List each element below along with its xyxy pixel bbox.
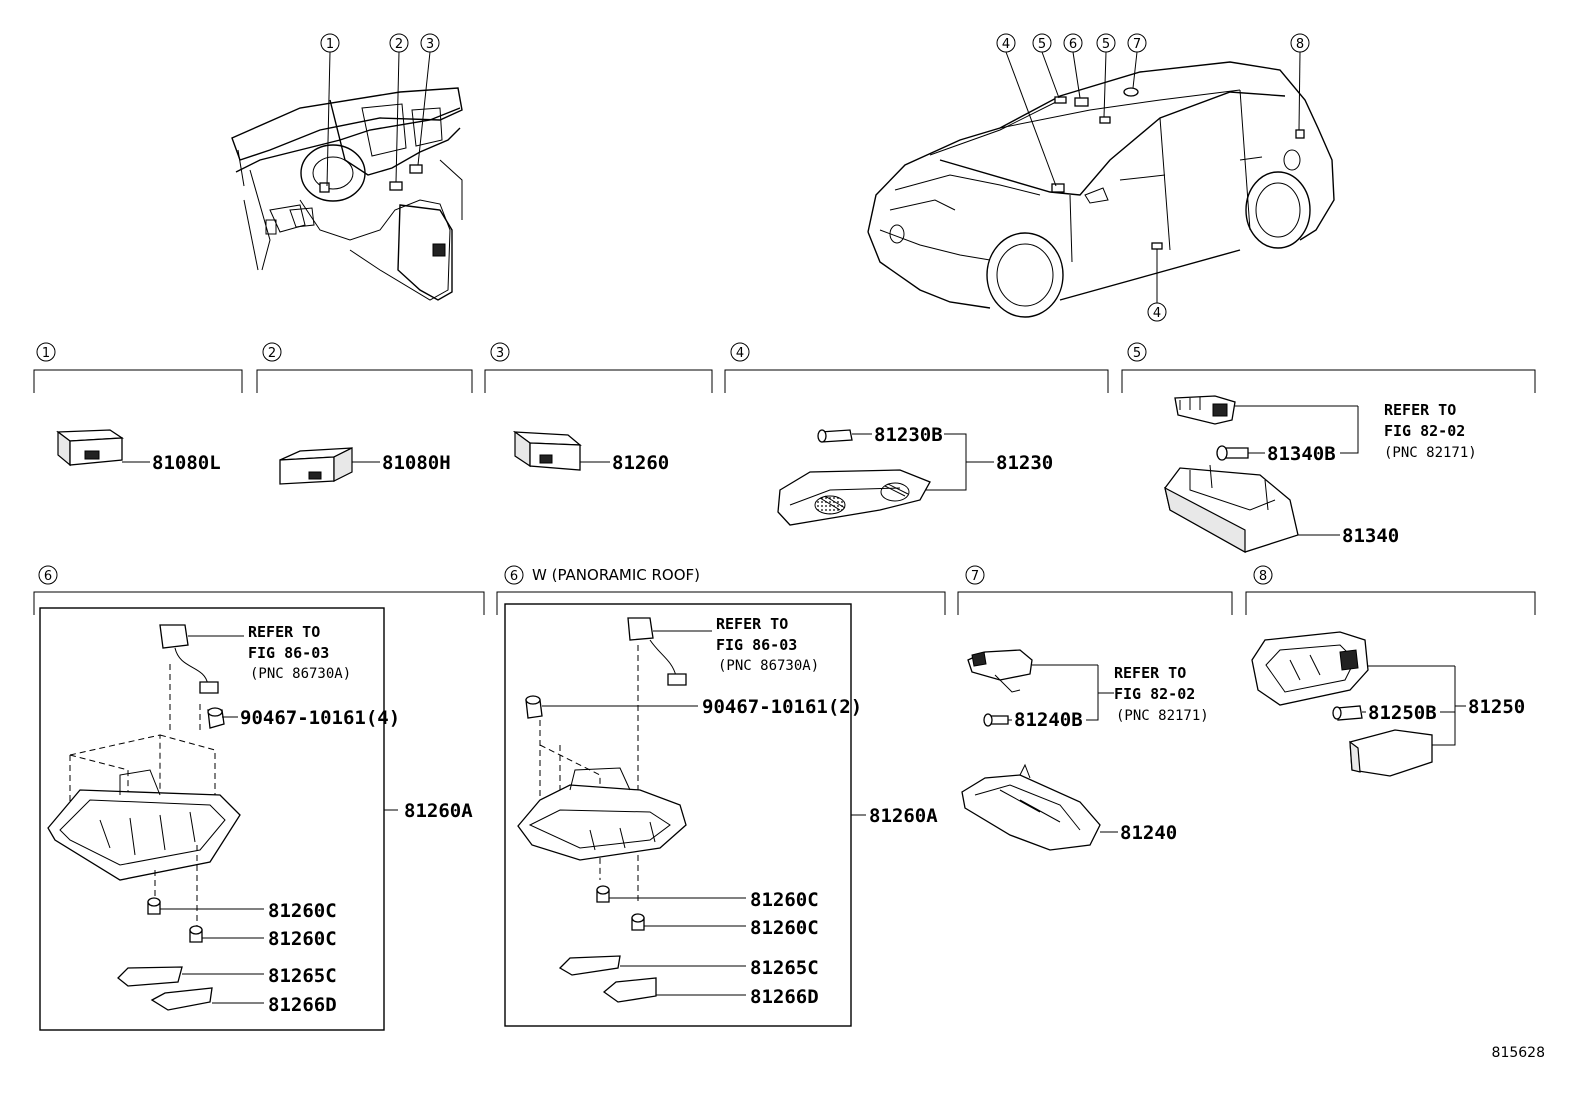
s6-refer-line1: REFER TO: [248, 623, 320, 641]
s6w-part-81260A: 81260A: [869, 805, 938, 827]
part-81230: 81230: [996, 452, 1053, 474]
callout-3: 3: [426, 37, 434, 52]
callout-5a: 5: [1038, 37, 1046, 52]
part-81250B: 81250B: [1368, 702, 1437, 724]
callout-7: 7: [1133, 37, 1141, 52]
section-6: 6 REFER TO FIG 86-03 (PNC 86730A) 90467-…: [33, 565, 485, 1031]
section-4: 4 81230B 81230: [724, 342, 1109, 526]
section-6w-number: 6: [510, 569, 518, 584]
s6w-part-81260C-2: 81260C: [750, 917, 819, 939]
section-3: 3 81260: [484, 342, 713, 474]
section-2-number: 2: [268, 346, 276, 361]
callout-6: 6: [1069, 37, 1077, 52]
section-1-number: 1: [42, 346, 50, 361]
section-8-number: 8: [1259, 569, 1267, 584]
s6w-part-81266D: 81266D: [750, 986, 819, 1008]
part-81250: 81250: [1468, 696, 1525, 718]
callout-group-dashboard: 1 2 3: [320, 33, 440, 187]
part-81080H: 81080H: [382, 452, 451, 474]
part-81080L: 81080L: [152, 452, 221, 474]
callout-4-bottom: 4: [1153, 306, 1161, 321]
section-7: 7 81240B REFER TO FIG 82-02 (PNC 82171) …: [957, 565, 1233, 851]
s6-refer-line2: FIG 86-03: [248, 644, 329, 662]
callout-4: 4: [1002, 37, 1010, 52]
section-7-number: 7: [971, 569, 979, 584]
s6w-refer-line3: (PNC 86730A): [718, 658, 819, 674]
section-5-number: 5: [1133, 346, 1141, 361]
section-8: 8 81250B 81250: [1245, 565, 1536, 777]
section-3-number: 3: [496, 346, 504, 361]
s6-part-81260C-1: 81260C: [268, 900, 337, 922]
part-81340: 81340: [1342, 525, 1399, 547]
part-81260: 81260: [612, 452, 669, 474]
section-1: 1 81080L: [33, 342, 243, 474]
callout-8: 8: [1296, 37, 1304, 52]
callout-5b: 5: [1102, 37, 1110, 52]
section-4-number: 4: [736, 346, 744, 361]
callout-2: 2: [395, 37, 403, 52]
section-6w-title: W (PANORAMIC ROOF): [532, 566, 700, 584]
s6w-part-81265C: 81265C: [750, 957, 819, 979]
s6-part-81260C-2: 81260C: [268, 928, 337, 950]
s5-refer-line1: REFER TO: [1384, 401, 1456, 419]
section-2: 2 81080H: [256, 342, 473, 485]
callout-1: 1: [326, 37, 334, 52]
s6w-refer-line2: FIG 86-03: [716, 636, 797, 654]
part-81230B: 81230B: [874, 424, 943, 446]
s6-refer-line3: (PNC 86730A): [250, 666, 351, 682]
dashboard-illustration: [231, 87, 463, 301]
s6-part-81266D: 81266D: [268, 994, 337, 1016]
s6-part-90467: 90467-10161(4): [240, 707, 400, 729]
part-81240: 81240: [1120, 822, 1177, 844]
s6-part-81265C: 81265C: [268, 965, 337, 987]
part-81340B: 81340B: [1267, 443, 1336, 465]
s6w-part-81260C-1: 81260C: [750, 889, 819, 911]
s6-part-81260A: 81260A: [404, 800, 473, 822]
part-81240B: 81240B: [1014, 709, 1083, 731]
s5-refer-line3: (PNC 82171): [1384, 445, 1477, 461]
section-6-number: 6: [44, 569, 52, 584]
s7-refer-line1: REFER TO: [1114, 664, 1186, 682]
section-5: 5 81340B REFER TO FIG 82-02 (PNC 82171) …: [1121, 342, 1536, 554]
section-6w: 6 W (PANORAMIC ROOF) REFER TO FIG 86-03 …: [496, 565, 946, 1027]
s6w-refer-line1: REFER TO: [716, 615, 788, 633]
s7-refer-line2: FIG 82-02: [1114, 685, 1195, 703]
car-illustration: [867, 61, 1335, 318]
s5-refer-line2: FIG 82-02: [1384, 422, 1465, 440]
s7-refer-line3: (PNC 82171): [1116, 708, 1209, 724]
callout-group-car: 4 5 6 5 7 8 4: [996, 33, 1310, 322]
s6w-part-90467: 90467-10161(2): [702, 696, 862, 718]
diagram-code: 815628: [1492, 1045, 1545, 1061]
